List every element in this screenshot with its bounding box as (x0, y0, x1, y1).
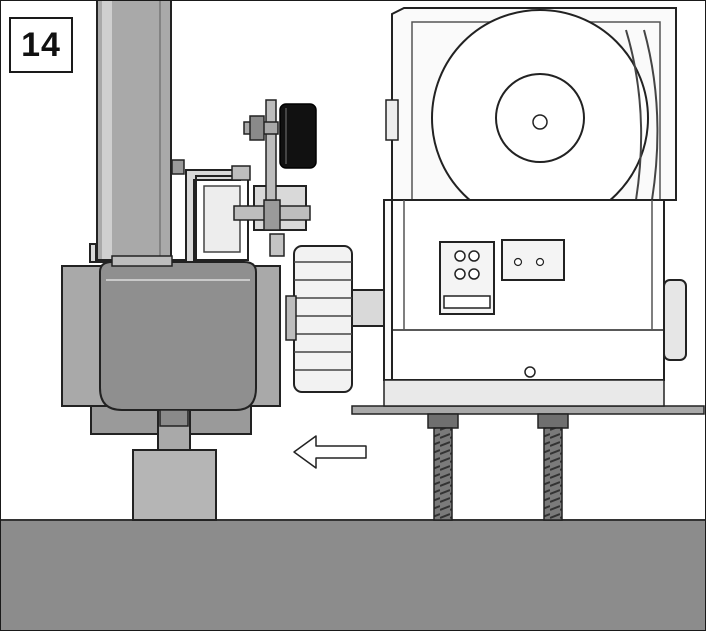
arrow-left-icon (293, 435, 367, 469)
cam-adjuster (243, 99, 317, 201)
terminal-block (439, 239, 565, 315)
black-knob (279, 103, 317, 169)
step-number: 14 (21, 25, 61, 64)
anchor-bolt-left (427, 413, 459, 521)
vertical-post (96, 0, 172, 263)
gate-rail-housing (61, 261, 281, 435)
ground-slab (0, 520, 706, 631)
step-number-box: 14 (9, 17, 73, 73)
limit-switch-bracket (89, 159, 311, 267)
rail-support-foot (132, 409, 217, 521)
anchor-bolt-right (537, 413, 569, 521)
drive-pinion-gear (285, 245, 389, 393)
